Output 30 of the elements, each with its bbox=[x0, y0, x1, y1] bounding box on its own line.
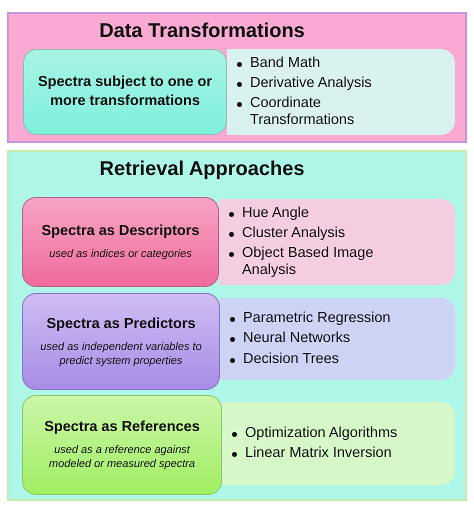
list-panel bbox=[220, 298, 455, 380]
category-description: used as a reference against modeled or measured spectra bbox=[48, 443, 196, 472]
bullet-item: Parametric Regression bbox=[243, 310, 390, 328]
category-description: used as indices or categories bbox=[49, 247, 192, 262]
category-box bbox=[23, 49, 227, 135]
bullet-item: Band Math bbox=[250, 54, 320, 72]
section-panel bbox=[7, 12, 467, 143]
section-panel bbox=[7, 150, 467, 501]
bullet-item: Decision Trees bbox=[243, 350, 339, 368]
list-panel bbox=[219, 199, 455, 285]
bullet-item: Coordinate Transformations bbox=[250, 95, 356, 130]
bullet-item: Derivative Analysis bbox=[250, 74, 372, 92]
bullet-item: Object Based Image Analysis bbox=[242, 245, 374, 280]
list-panel bbox=[222, 402, 455, 485]
bullet-item: Linear Matrix Inversion bbox=[245, 445, 392, 462]
bullet-item: Neural Networks bbox=[243, 330, 350, 348]
bullet-item: Cluster Analysis bbox=[242, 224, 346, 242]
category-box bbox=[22, 197, 219, 287]
bullet-item: Optimization Algorithms bbox=[245, 424, 398, 442]
category-title: Spectra as Predictors bbox=[46, 314, 196, 334]
section-heading: Data Transformations bbox=[98, 20, 306, 43]
list-panel bbox=[227, 49, 455, 135]
category-title: Spectra subject to one or more transformations bbox=[36, 73, 214, 111]
category-box bbox=[22, 395, 222, 495]
bullet-item: Hue Angle bbox=[242, 204, 309, 222]
category-description: used as independent variables to predict system properties bbox=[39, 340, 203, 368]
category-box bbox=[22, 293, 220, 390]
section-heading: Retrieval Approaches bbox=[98, 158, 306, 181]
category-title: Spectra as References bbox=[44, 418, 200, 438]
category-title: Spectra as Descriptors bbox=[42, 222, 200, 242]
